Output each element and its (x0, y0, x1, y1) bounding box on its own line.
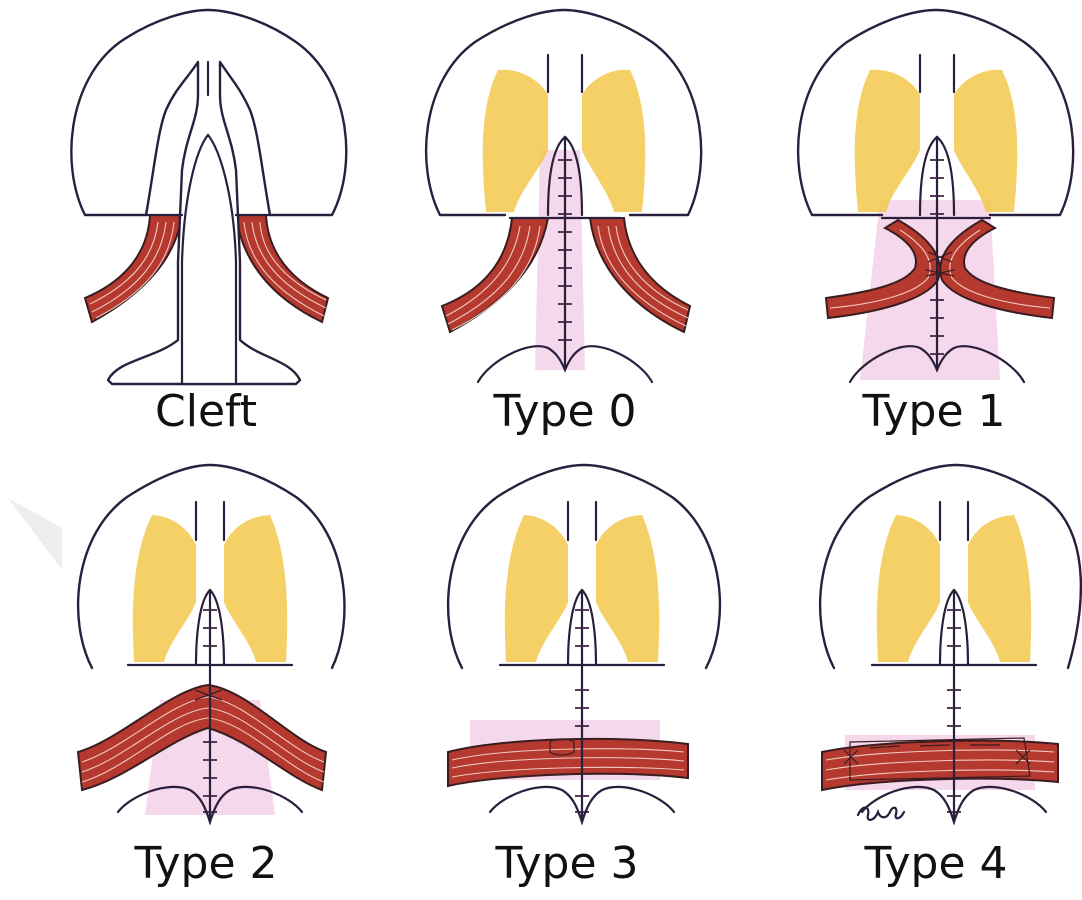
panel-type-2 (78, 465, 344, 822)
panel-label-type-3: Type 3 (494, 838, 638, 889)
panel-label-type-1: Type 1 (861, 386, 1005, 437)
palate-outline (78, 465, 344, 668)
panel-type-3 (448, 465, 720, 822)
palate-outline (820, 465, 1081, 668)
levator-muscle-left (442, 218, 548, 332)
levator-muscle-left (85, 215, 182, 322)
panel-label-type-0: Type 0 (492, 386, 636, 437)
panel-type-4 (820, 465, 1081, 822)
palate-outline (426, 10, 701, 215)
watermark-triangle (8, 498, 62, 570)
palate-outline (798, 10, 1073, 215)
panel-cleft (71, 10, 346, 384)
panel-label-type-2: Type 2 (133, 838, 277, 889)
panel-type-0 (426, 10, 701, 382)
levator-muscle-right (236, 215, 328, 322)
panel-label-type-4: Type 4 (863, 838, 1007, 889)
panel-type-1 (798, 10, 1073, 382)
levator-muscle-right (590, 218, 690, 332)
panel-label-cleft: Cleft (155, 386, 257, 437)
palate-outline (448, 465, 720, 668)
